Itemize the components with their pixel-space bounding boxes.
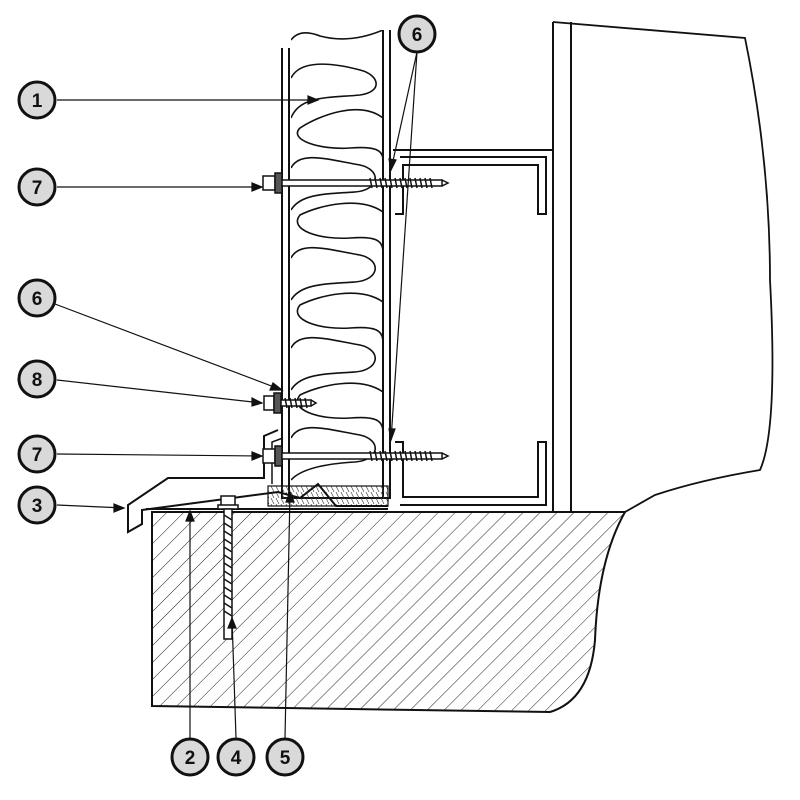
callout-1: 1 [17,80,57,120]
callout-8: 8 [17,359,57,399]
base-flashing-profile [127,429,388,534]
svg-text:6: 6 [32,289,43,310]
callout-7-bottom: 7 [17,434,57,474]
panel-fastener-bottom [262,445,450,467]
c-girt [393,149,554,513]
callout-6-left: 6 [17,278,57,318]
svg-text:2: 2 [185,748,196,769]
callout-5: 5 [265,737,305,777]
svg-text:4: 4 [231,748,242,769]
svg-text:5: 5 [280,748,291,769]
panel-insulation-core [281,30,391,500]
building-structure-outline [552,21,774,513]
callout-7-top: 7 [17,167,57,207]
callout-badges: 1 7 6 8 7 3 6 2 [17,14,437,777]
callout-6-right: 6 [397,14,437,54]
svg-text:6: 6 [412,25,423,46]
steel-column [552,22,572,512]
svg-text:7: 7 [32,178,43,199]
callout-3: 3 [17,485,57,525]
base-flashing-profile-inner [271,437,284,484]
svg-text:7: 7 [32,445,43,466]
callout-4: 4 [216,737,256,777]
concrete-slab [151,511,627,714]
leader-lines [54,51,418,739]
svg-text:1: 1 [32,91,43,112]
panel-fastener-top [262,172,450,194]
concrete-anchor-screw [217,495,239,640]
svg-text:3: 3 [32,496,43,517]
stitch-screw [263,392,318,414]
callout-2: 2 [170,737,210,777]
svg-text:8: 8 [32,370,43,391]
